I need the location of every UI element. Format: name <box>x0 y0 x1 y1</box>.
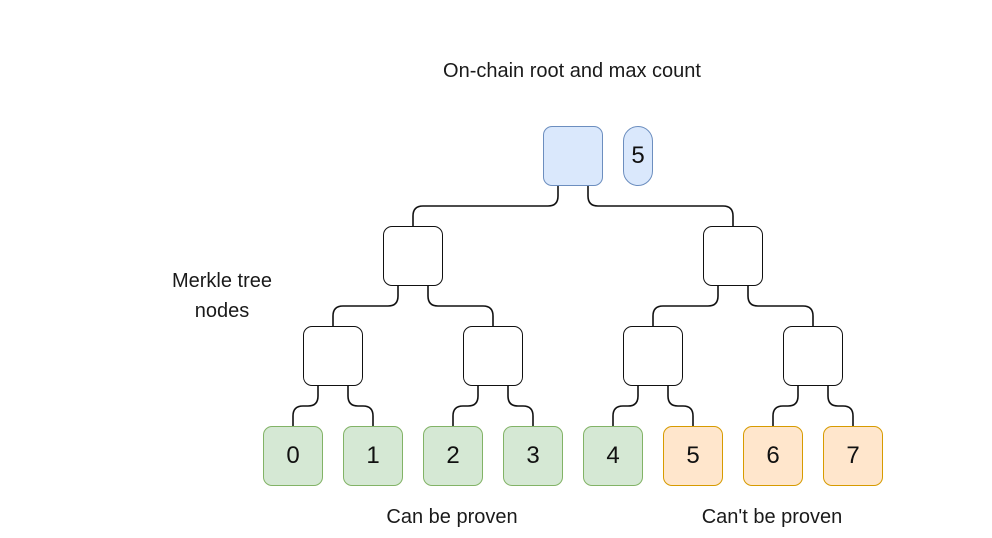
edge-leaf-2 <box>452 386 479 426</box>
edge-root-right <box>587 186 734 226</box>
tree-node-l2-a <box>303 326 363 386</box>
unprovable-caption: Can't be proven <box>701 506 843 528</box>
leaf-node-7: 7 <box>823 426 883 486</box>
edge-leaf-3 <box>507 386 534 426</box>
edge-l1a-right <box>427 286 494 326</box>
edge-leaf-5 <box>667 386 694 426</box>
tree-node-l2-d <box>783 326 843 386</box>
edge-root-left <box>412 186 559 226</box>
root-caption: On-chain root and max count <box>443 60 701 82</box>
edge-leaf-0 <box>292 386 319 426</box>
max-count-badge: 5 <box>623 126 653 186</box>
edge-leaf-6 <box>772 386 799 426</box>
leaf-node-2: 2 <box>423 426 483 486</box>
edge-l1a-left <box>332 286 399 326</box>
edge-leaf-7 <box>827 386 854 426</box>
provable-caption: Can be proven <box>386 506 518 528</box>
edge-l1b-right <box>747 286 814 326</box>
leaf-node-6: 6 <box>743 426 803 486</box>
edge-leaf-4 <box>612 386 639 426</box>
leaf-node-3: 3 <box>503 426 563 486</box>
tree-node-l2-c <box>623 326 683 386</box>
leaf-node-0: 0 <box>263 426 323 486</box>
edge-l1b-left <box>652 286 719 326</box>
tree-node-l1-right <box>703 226 763 286</box>
leaf-node-5: 5 <box>663 426 723 486</box>
edge-leaf-1 <box>347 386 374 426</box>
merkle-root-node <box>543 126 603 186</box>
tree-node-l1-left <box>383 226 443 286</box>
tree-node-l2-b <box>463 326 523 386</box>
leaf-node-4: 4 <box>583 426 643 486</box>
leaf-node-1: 1 <box>343 426 403 486</box>
nodes-caption: Merkle tree nodes <box>171 270 273 322</box>
